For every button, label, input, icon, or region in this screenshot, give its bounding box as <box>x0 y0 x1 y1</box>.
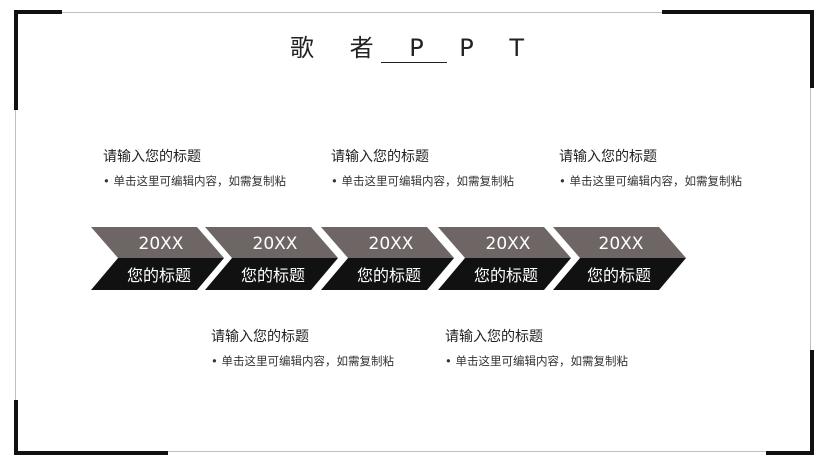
corner-top-right-v <box>810 10 814 88</box>
text-block-top-2[interactable]: 请输入您的标题 单击这里可编辑内容，如需复制粘 <box>331 148 551 189</box>
chevron-year: 20XX <box>139 234 184 254</box>
corner-bottom-right-h <box>766 451 814 455</box>
block-heading: 请输入您的标题 <box>445 329 543 345</box>
chevron-2[interactable]: 20XX 您的标题 <box>205 227 338 290</box>
block-heading: 请输入您的标题 <box>559 149 657 165</box>
chevron-label: 您的标题 <box>474 266 538 285</box>
chevron-year: 20XX <box>369 234 414 254</box>
chevron-bottom-band <box>91 258 224 290</box>
chevron-top-band <box>91 227 224 258</box>
chevron-label: 您的标题 <box>357 266 421 285</box>
chevron-label: 您的标题 <box>127 266 191 285</box>
block-heading: 请输入您的标题 <box>103 149 201 165</box>
slide-title: 歌 者 P P T <box>289 34 539 62</box>
block-heading: 请输入您的标题 <box>211 329 309 345</box>
chevron-bottom-band <box>205 258 338 290</box>
chevron-3[interactable]: 20XX 您的标题 <box>321 227 454 290</box>
chevron-4[interactable]: 20XX 您的标题 <box>438 227 571 290</box>
corner-bottom-left-h <box>14 451 168 455</box>
chevron-1[interactable]: 20XX 您的标题 <box>91 227 224 290</box>
chevron-bottom-band <box>321 258 454 290</box>
chevron-5[interactable]: 20XX 您的标题 <box>553 227 686 290</box>
chevron-year: 20XX <box>253 234 298 254</box>
chevron-bottom-band <box>438 258 571 290</box>
chevron-top-band <box>438 227 571 258</box>
corner-bottom-left-v <box>14 400 18 455</box>
block-bullet: 单击这里可编辑内容，如需复制粘 <box>103 174 323 189</box>
text-block-top-1[interactable]: 请输入您的标题 单击这里可编辑内容，如需复制粘 <box>103 148 323 189</box>
chevron-year: 20XX <box>486 234 531 254</box>
chevron-bottom-band <box>553 258 686 290</box>
text-block-top-3[interactable]: 请输入您的标题 单击这里可编辑内容，如需复制粘 <box>559 148 779 189</box>
corner-top-right-h <box>662 10 814 14</box>
chevron-label: 您的标题 <box>587 266 651 285</box>
corner-top-left-v <box>14 10 18 110</box>
block-heading: 请输入您的标题 <box>331 149 429 165</box>
corner-bottom-right-v <box>810 350 814 455</box>
block-bullet: 单击这里可编辑内容，如需复制粘 <box>331 174 551 189</box>
chevron-year: 20XX <box>599 234 644 254</box>
block-bullet: 单击这里可编辑内容，如需复制粘 <box>211 354 431 369</box>
text-block-bottom-2[interactable]: 请输入您的标题 单击这里可编辑内容，如需复制粘 <box>445 328 665 369</box>
text-block-bottom-1[interactable]: 请输入您的标题 单击这里可编辑内容，如需复制粘 <box>211 328 431 369</box>
slide-frame <box>15 12 811 452</box>
block-bullet: 单击这里可编辑内容，如需复制粘 <box>559 174 779 189</box>
chevron-top-band <box>321 227 454 258</box>
chevron-label: 您的标题 <box>241 266 305 285</box>
block-bullet: 单击这里可编辑内容，如需复制粘 <box>445 354 665 369</box>
chevron-top-band <box>205 227 338 258</box>
corner-top-left-h <box>14 10 62 14</box>
title-underline <box>381 62 447 63</box>
chevron-top-band <box>553 227 686 258</box>
